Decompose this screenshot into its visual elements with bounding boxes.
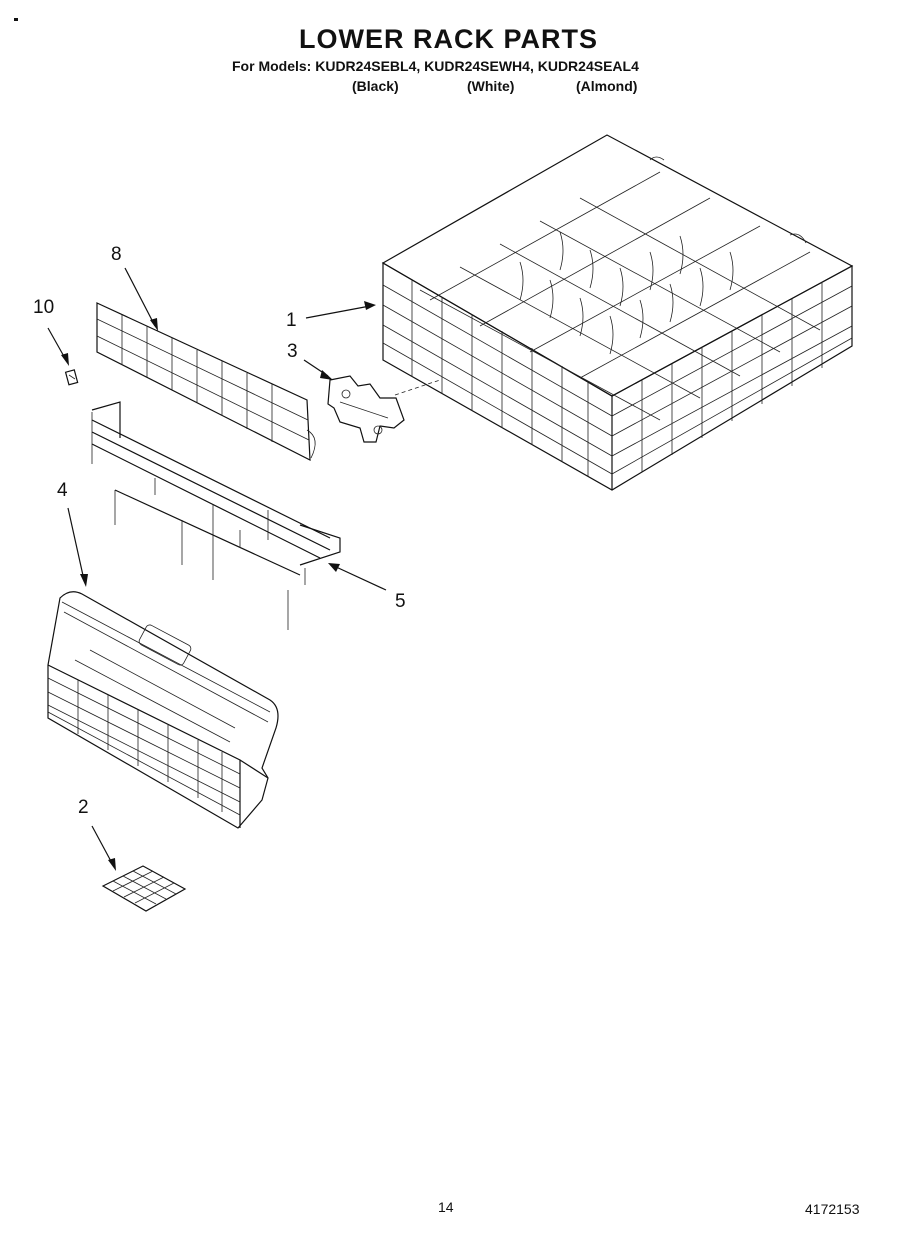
callout-2: 2	[78, 797, 89, 818]
callout-5: 5	[395, 591, 406, 612]
registration-mark	[14, 18, 18, 21]
rack-shield-part	[96, 302, 316, 462]
rack-roller-bracket-part	[327, 375, 441, 443]
callout-3: 3	[287, 341, 298, 362]
callout-4: 4	[57, 480, 68, 501]
color-white: (White)	[467, 78, 515, 94]
document-number: 4172153	[805, 1201, 860, 1217]
callout-10: 10	[33, 297, 55, 318]
page-title: LOWER RACK PARTS	[299, 24, 598, 54]
color-black: (Black)	[352, 78, 399, 94]
leader-lines	[47, 267, 387, 871]
callout-1: 1	[286, 310, 297, 331]
model-list: For Models: KUDR24SEBL4, KUDR24SEWH4, KU…	[232, 58, 639, 74]
basket-insert-part	[101, 865, 187, 912]
rack-clip-part	[64, 369, 79, 386]
callout-8: 8	[111, 244, 122, 265]
page-number: 14	[438, 1199, 454, 1215]
color-almond: (Almond)	[576, 78, 638, 94]
lower-rack-part	[381, 134, 854, 491]
silverware-basket-part	[47, 591, 279, 829]
tine-row-part	[91, 401, 341, 630]
